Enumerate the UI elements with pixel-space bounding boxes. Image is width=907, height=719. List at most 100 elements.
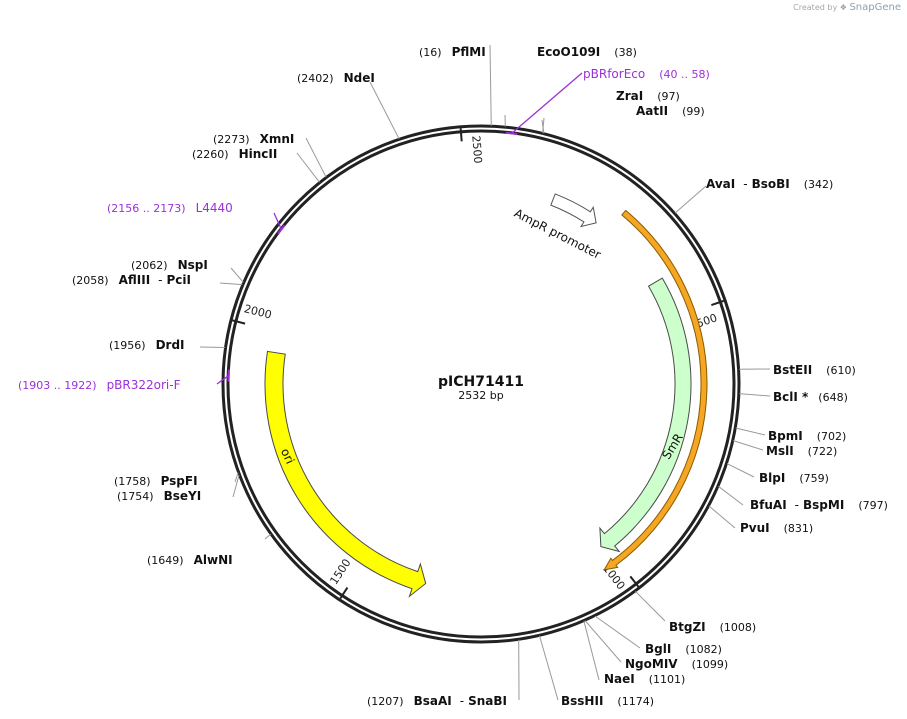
ori-label: ori [278, 446, 297, 466]
site-label-avai-bsobi[interactable]: AvaI-BsoBI(342) [706, 177, 833, 191]
site-label-btgzi[interactable]: BtgZI(1008) [669, 620, 756, 634]
smr-arrow[interactable] [599, 277, 692, 553]
primer-pos: (40 .. 58) [659, 68, 710, 81]
svg-text:BssHII(1174): BssHII(1174) [561, 694, 654, 708]
site-leader-line [733, 440, 764, 451]
site-label-bgli[interactable]: BglI(1082) [645, 642, 722, 656]
svg-text:AatII(99): AatII(99) [636, 104, 705, 118]
site-leader-line [674, 185, 707, 214]
site-label-aatii[interactable]: AatII(99) [636, 104, 705, 118]
site-leader-line [726, 463, 755, 478]
tick-label: 500 [695, 311, 719, 330]
site-leaders [199, 44, 771, 701]
site-leader-line [718, 485, 744, 506]
site-label-eco0109i[interactable]: EcoO109I(38) [537, 45, 637, 59]
pbr322ori-f-primer-leader [216, 375, 230, 385]
svg-text:ZraI(97): ZraI(97) [616, 89, 680, 103]
ampr-promoter-arrow[interactable] [550, 193, 597, 228]
ori-arrow[interactable] [264, 350, 427, 598]
credit-prefix: Created by [793, 3, 838, 12]
pbrforeco-primer-mark [505, 131, 518, 136]
site-leader-line [739, 393, 771, 397]
primer-name: pBRforEco [583, 67, 645, 81]
svg-text:(2260)HincII: (2260)HincII [192, 147, 277, 161]
tick-label: 2000 [243, 302, 273, 322]
tick-mark [232, 319, 246, 325]
site-label-afliii-pcii[interactable]: (2058)AflIII-PciI [72, 273, 191, 287]
svg-text:(1754)BseYI: (1754)BseYI [117, 489, 201, 503]
backbone-inner [226, 129, 736, 639]
svg-text:NgoMIV(1099): NgoMIV(1099) [625, 657, 728, 671]
tick-mark [459, 128, 463, 142]
site-label-bpmi[interactable]: BpmI(702) [768, 429, 846, 443]
site-label-pspfi[interactable]: (1758)PspFI [114, 474, 198, 488]
site-leader-line [542, 117, 545, 133]
primer-label-pbr322ori-f[interactable]: (1903 .. 1922)pBR322ori-F [18, 378, 181, 392]
site-label-pvui[interactable]: PvuI(831) [740, 521, 813, 535]
site-label-bsaai-snabi[interactable]: (1207)BsaAI-SnaBI [367, 694, 507, 708]
site-label-bcli[interactable]: BclI *(648) [773, 390, 848, 404]
site-label-xmni[interactable]: (2273)XmnI [213, 132, 294, 146]
site-label-hincii[interactable]: (2260)HincII [192, 147, 277, 161]
svg-text:PvuI(831): PvuI(831) [740, 521, 813, 535]
site-label-bsteii[interactable]: BstEII(610) [773, 363, 856, 377]
l4440-primer-mark [277, 224, 286, 235]
site-name: ZraI [616, 89, 643, 103]
site-pos: (99) [682, 105, 705, 118]
site-label-bfuai-bspmi[interactable]: BfuAI-BspMI(797) [750, 498, 888, 512]
svg-text:BclI *(648): BclI *(648) [773, 390, 848, 404]
site-label-bsshii[interactable]: BssHII(1174) [561, 694, 654, 708]
pbrforeco-primer-leader [511, 72, 583, 134]
svg-text:BglI(1082): BglI(1082) [645, 642, 722, 656]
site-label-msli[interactable]: MslI(722) [766, 444, 837, 458]
svg-text:(2062)NspI: (2062)NspI [131, 258, 208, 272]
site-leader-line [594, 615, 641, 649]
svg-text:(1649)AlwNI: (1649)AlwNI [147, 553, 233, 567]
svg-text:(1207)BsaAI-SnaBI: (1207)BsaAI-SnaBI [367, 694, 507, 708]
svg-text:(1903 .. 1922)pBR322ori-F: (1903 .. 1922)pBR322ori-F [18, 378, 181, 392]
svg-text:(2273)XmnI: (2273)XmnI [213, 132, 294, 146]
site-leader-line [264, 533, 271, 540]
site-label-ndei[interactable]: (2402)NdeI [297, 71, 375, 85]
tick-label: 2500 [469, 135, 484, 164]
svg-text:(2156 .. 2173)L4440: (2156 .. 2173)L4440 [107, 201, 233, 215]
primer-label-l4440[interactable]: (2156 .. 2173)L4440 [107, 201, 233, 215]
orf-arrow[interactable] [603, 209, 708, 571]
snapgene-credit: Created by ❖ SnapGene [793, 2, 901, 13]
tick-label: 1500 [327, 557, 353, 588]
site-leader-line [305, 137, 327, 178]
svg-text:MslI(722): MslI(722) [766, 444, 837, 458]
tick-mark [339, 587, 349, 600]
site-label-zrai[interactable]: ZraI(97) [616, 89, 680, 103]
site-leader-line [735, 427, 766, 436]
site-label-ngomiv[interactable]: NgoMIV(1099) [625, 657, 728, 671]
site-label-pflmi[interactable]: (16) PflMI [419, 45, 486, 59]
plasmid-length: 2532 bp [458, 389, 503, 402]
site-label-naei[interactable]: NaeI(1101) [604, 672, 685, 686]
svg-text:BpmI(702): BpmI(702) [768, 429, 846, 443]
site-label-blpi[interactable]: BlpI(759) [759, 471, 829, 485]
site-leader-line [584, 620, 622, 663]
site-name: EcoO109I [537, 45, 600, 59]
tick-mark [711, 299, 724, 307]
svg-text:EcoO109I(38): EcoO109I(38) [537, 45, 637, 59]
svg-text:pBRforEco(40 .. 58): pBRforEco (40 .. 58) [583, 67, 710, 81]
plasmid-name: pICH71411 [438, 374, 524, 390]
primer-label-pbrforeco[interactable]: pBRforEco (40 .. 58) [583, 67, 710, 81]
svg-text:(2402)NdeI: (2402)NdeI [297, 71, 375, 85]
snapgene-logo-icon: ❖ [839, 3, 847, 12]
svg-text:AvaI-BsoBI(342): AvaI-BsoBI(342) [706, 177, 833, 191]
site-name: PflMI [452, 45, 486, 59]
site-leader-line [539, 635, 559, 701]
site-label-bseyi[interactable]: (1754)BseYI [117, 489, 201, 503]
site-label-drdi[interactable]: (1956)DrdI [109, 338, 185, 352]
svg-text:BstEII(610): BstEII(610) [773, 363, 856, 377]
site-pos: (16) [419, 46, 442, 59]
site-leader-line [219, 282, 243, 286]
svg-text:BlpI(759): BlpI(759) [759, 471, 829, 485]
site-label-alwni[interactable]: (1649)AlwNI [147, 553, 233, 567]
site-leader-line [232, 474, 240, 498]
site-leader-line [230, 267, 244, 283]
site-label-nspi[interactable]: (2062)NspI [131, 258, 208, 272]
